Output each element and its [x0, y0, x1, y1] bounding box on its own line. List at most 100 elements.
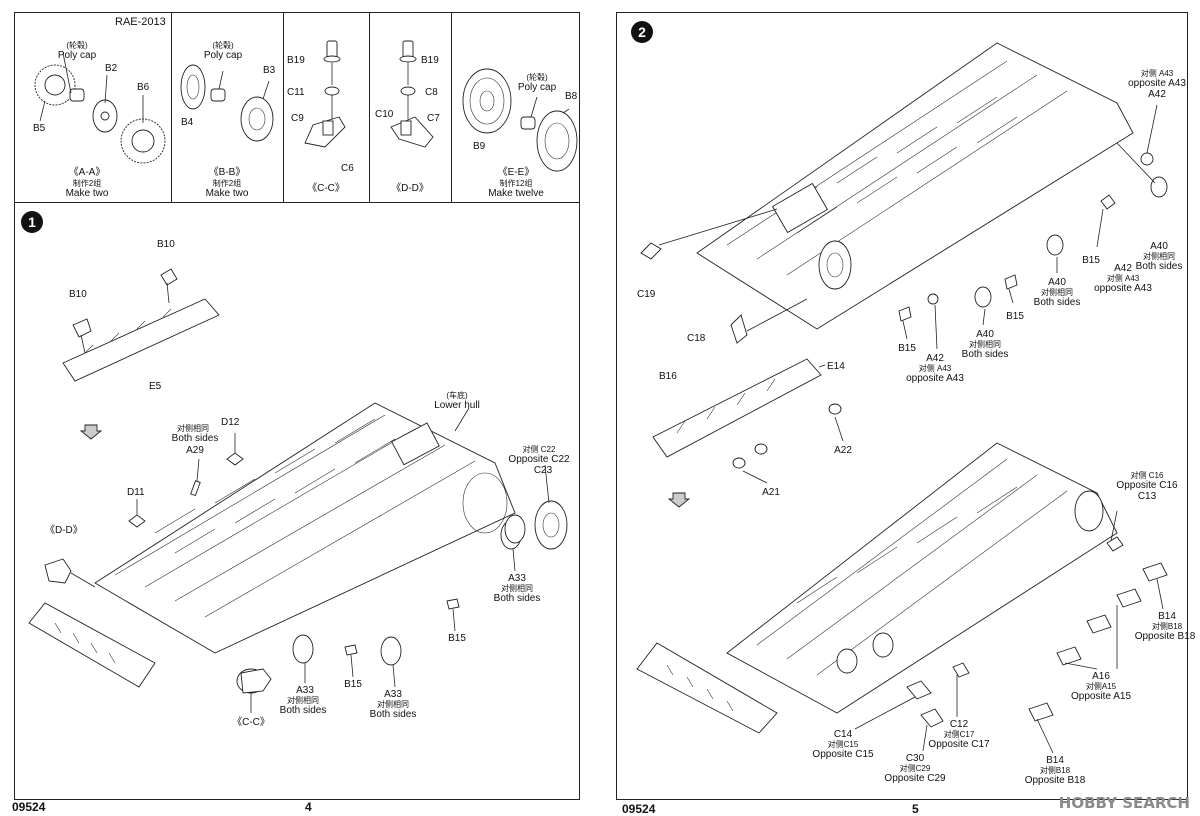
cell-count: Make two: [65, 188, 109, 199]
label: C30: [905, 753, 925, 764]
label: B9: [473, 141, 486, 152]
label: (轮毂): [212, 41, 234, 50]
page-number: 5: [912, 802, 919, 816]
label: Opposite C15: [812, 749, 874, 760]
label: C6: [341, 163, 354, 174]
arm-d-assembly-drawing: [390, 40, 434, 148]
cell-count-cn: 制作12组: [499, 179, 533, 188]
page-4: RAE-2013 (轮毂) Poly cap B2 B: [12, 12, 580, 814]
label: A42: [926, 353, 944, 364]
label: C9: [291, 113, 304, 124]
label: opposite A43: [1094, 283, 1152, 294]
subassembly-d-d: B19 C8 C10 C7 《D-D》: [369, 13, 451, 205]
label: D12: [221, 417, 240, 428]
label: 对侧相同: [377, 700, 409, 709]
label: 《C-C》: [232, 717, 270, 728]
label: A33: [384, 689, 402, 700]
label: C12: [949, 719, 969, 730]
label: C18: [687, 333, 706, 344]
page-code: 09524: [12, 800, 46, 814]
subassembly-strip: RAE-2013 (轮毂) Poly cap B2 B: [14, 12, 580, 206]
label: Opposite B18: [1134, 631, 1196, 642]
label: B15: [344, 679, 362, 690]
label: B5: [33, 123, 46, 134]
label: A40: [1048, 277, 1066, 288]
cell-count: Make two: [205, 188, 249, 199]
label: Opposite C16: [1116, 480, 1178, 491]
label: C8: [425, 87, 438, 98]
label: Opposite C22: [508, 454, 570, 465]
label: B6: [137, 82, 150, 93]
label: C7: [427, 113, 440, 124]
label: 对侧 C22: [522, 445, 556, 454]
step-2-drawing: [636, 42, 1168, 754]
label: Opposite C29: [884, 773, 946, 784]
label: 对侧 A43: [1106, 274, 1140, 283]
label: Opposite B18: [1024, 775, 1086, 786]
label: 《D-D》: [45, 525, 83, 536]
label: 对侧相同: [177, 424, 209, 433]
label: B4: [181, 117, 194, 128]
label: Both sides: [493, 593, 541, 604]
label: B10: [69, 289, 87, 300]
label: 对侧相同: [1041, 288, 1073, 297]
label: (轮毂): [66, 41, 88, 50]
cell-title: 《D-D》: [391, 183, 429, 194]
label: Both sides: [369, 709, 417, 720]
label: opposite A43: [1128, 78, 1186, 89]
label: 对侧B18: [1039, 766, 1071, 775]
label: B15: [448, 633, 466, 644]
label: Both sides: [1135, 261, 1183, 272]
label: Both sides: [1033, 297, 1081, 308]
label: B10: [157, 239, 175, 250]
label: B15: [898, 343, 916, 354]
label: B3: [263, 65, 276, 76]
label: D11: [127, 487, 145, 498]
label: 对侧 C16: [1130, 471, 1164, 480]
kit-ref: RAE-2013: [115, 16, 166, 28]
label: E5: [149, 381, 162, 392]
cell-title: 《A-A》: [68, 167, 106, 178]
label: C19: [637, 289, 656, 300]
label: 对侧C29: [899, 764, 931, 773]
subassembly-a-a: (轮毂) Poly cap B2 B6 B5 《A-A》 制作2组 Make t…: [15, 13, 171, 205]
label: 对侧 A43: [918, 364, 952, 373]
label: Opposite C17: [928, 739, 990, 750]
label: Both sides: [279, 705, 327, 716]
label: A21: [762, 487, 780, 498]
label: B19: [421, 55, 439, 66]
label: 对侧C15: [827, 740, 859, 749]
label: Poly cap: [203, 50, 243, 61]
label: Both sides: [961, 349, 1009, 360]
cell-count-cn: 制作2组: [72, 179, 102, 188]
label: B19: [287, 55, 305, 66]
page-number: 4: [305, 800, 312, 814]
label: Both sides: [171, 433, 219, 444]
label: Opposite A15: [1070, 691, 1132, 702]
label: 对侧A15: [1085, 682, 1117, 691]
subassembly-e-e: (轮毂) Poly cap B8 B9 《E-E》 制作12组 Make twe…: [451, 13, 581, 205]
arm-c-assembly-drawing: [304, 40, 346, 148]
label: E14: [827, 361, 845, 372]
label: 对侧C17: [943, 730, 975, 739]
cell-title: 《C-C》: [307, 183, 345, 194]
subassembly-c-c: B19 C11 C9 C6 《C-C》: [283, 13, 369, 205]
label: Poly cap: [57, 50, 97, 61]
step-number: 1: [21, 211, 43, 233]
cell-title: 《E-E》: [497, 167, 535, 178]
label: B16: [659, 371, 677, 382]
label: A22: [834, 445, 852, 456]
label: A42: [1114, 263, 1132, 274]
step-1-drawing: [28, 268, 568, 713]
label: C23: [533, 465, 553, 476]
label: B15: [1006, 311, 1024, 322]
cell-title: 《B-B》: [208, 167, 246, 178]
label: (轮毂): [526, 73, 548, 82]
label: Poly cap: [517, 82, 557, 93]
label: 对侧B18: [1151, 622, 1183, 631]
sprocket-assembly-drawing: [34, 52, 166, 164]
label: (车底): [446, 391, 468, 400]
label: A33: [296, 685, 314, 696]
watermark: HOBBY SEARCH: [1058, 794, 1190, 812]
label: 对侧相同: [287, 696, 319, 705]
